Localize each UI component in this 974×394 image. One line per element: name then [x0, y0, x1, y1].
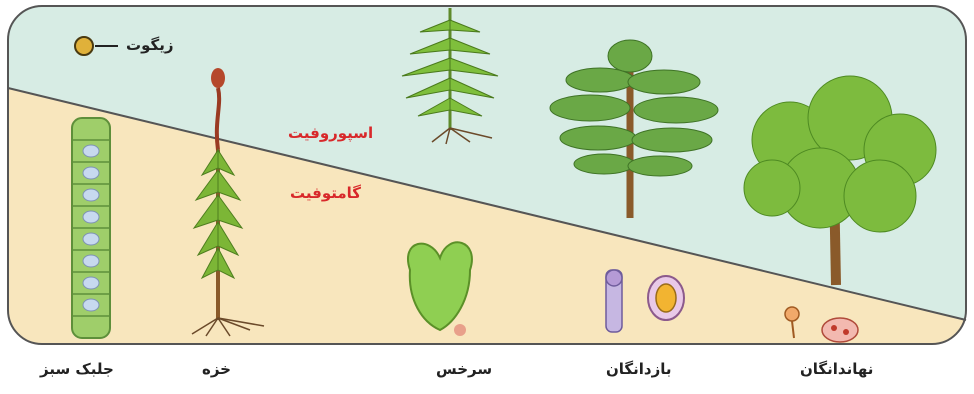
group-label-fern: سرخس — [436, 360, 492, 378]
pollen-tube-icon — [606, 270, 622, 332]
embryo-sac-icon — [822, 318, 858, 342]
group-label-moss: خزه — [202, 360, 231, 378]
green-alga-icon — [72, 118, 110, 338]
group-label-angiosperms: نهاندانگان — [800, 360, 873, 378]
sporophyte-label: اسپوروفیت — [288, 124, 373, 142]
group-label-green-alga: جلبک سبز — [40, 360, 114, 378]
zygote-label: زیگوت — [126, 36, 173, 54]
gametophyte-label: گامتوفیت — [290, 184, 361, 202]
group-label-gymnosperms: بازدانگان — [606, 360, 672, 378]
pine-ovule-icon — [648, 276, 684, 320]
